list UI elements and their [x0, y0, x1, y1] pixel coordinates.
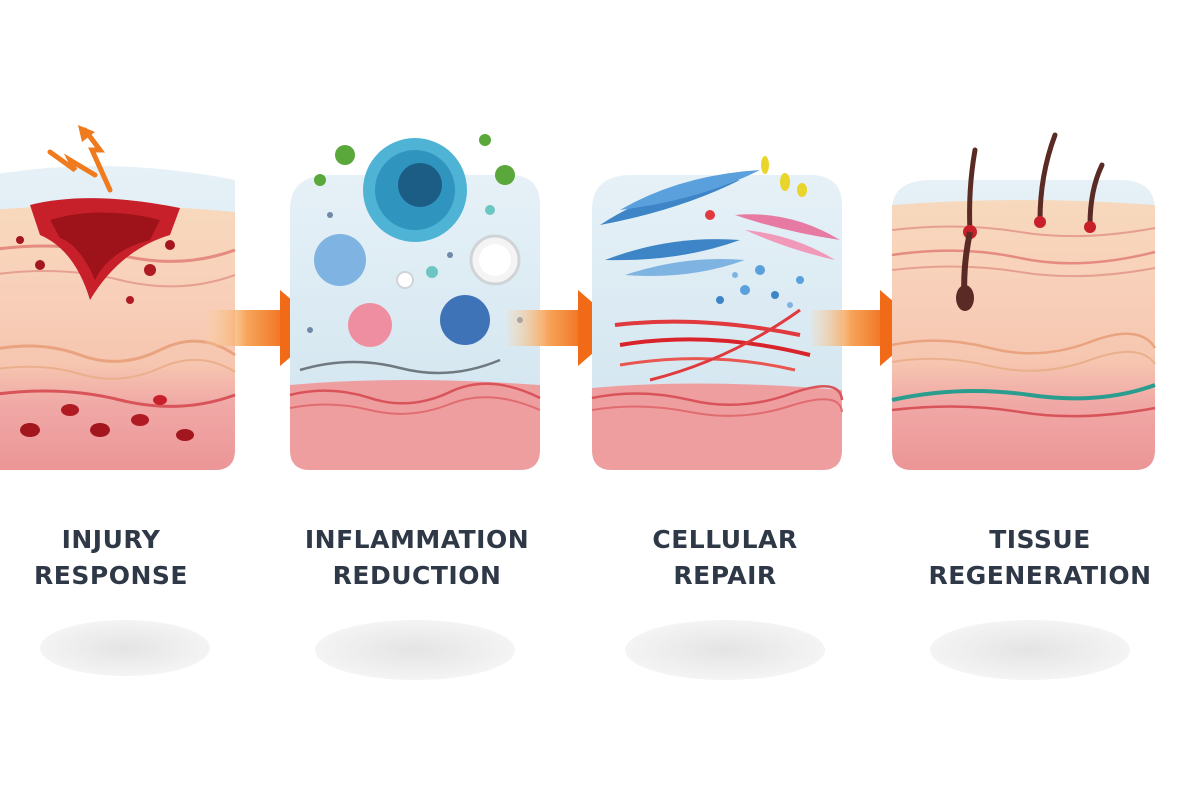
stage-label-line: RESPONSE: [34, 561, 188, 590]
stage-label-line: REPAIR: [673, 561, 777, 590]
stage-label-line: TISSUE: [989, 525, 1091, 554]
shadow-2: [315, 620, 515, 680]
stage-label-inflammation-reduction: INFLAMMATION REDUCTION: [282, 522, 552, 594]
stage-label-line: REGENERATION: [928, 561, 1152, 590]
stage-label-line: INFLAMMATION: [304, 525, 530, 554]
stage-label-tissue-regeneration: TISSUE REGENERATION: [900, 522, 1180, 594]
stage-label-injury-response: INJURY RESPONSE: [0, 522, 222, 594]
panel-cellular-repair: [591, 156, 844, 470]
shadow-3: [625, 620, 825, 680]
panel-tissue-regeneration: [891, 132, 1157, 470]
panel-injury: [0, 125, 236, 470]
panel-inflammation: [289, 134, 541, 470]
shadow-1: [40, 620, 210, 676]
stage-label-line: CELLULAR: [652, 525, 798, 554]
shadow-4: [930, 620, 1130, 680]
stage-label-line: INJURY: [61, 525, 161, 554]
stage-label-line: REDUCTION: [332, 561, 502, 590]
stage-label-cellular-repair: CELLULAR REPAIR: [600, 522, 850, 594]
